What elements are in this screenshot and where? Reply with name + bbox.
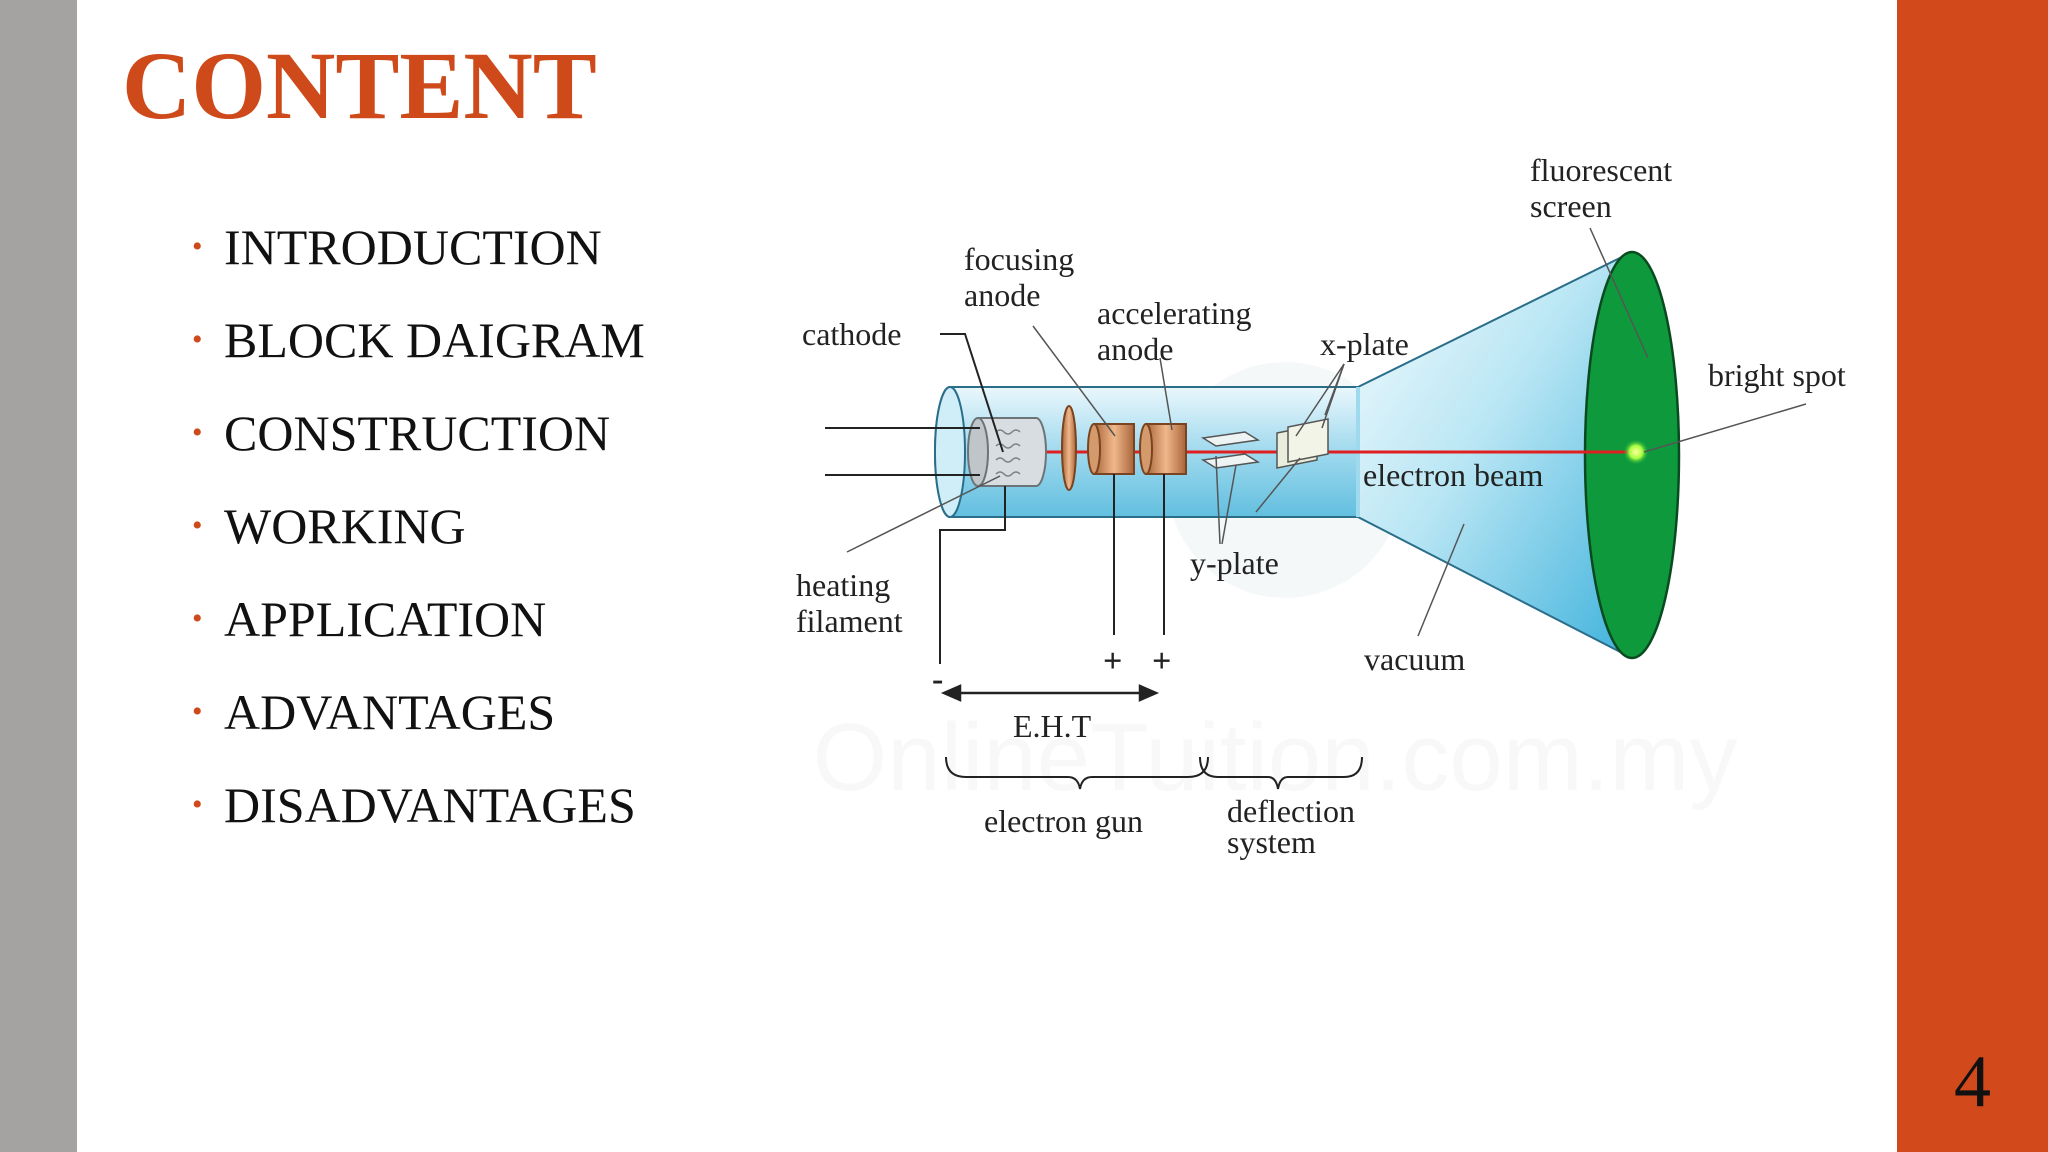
- label-vacuum: vacuum: [1364, 641, 1465, 677]
- label-focusing: focusing: [964, 241, 1074, 277]
- bullet-icon: •: [192, 509, 203, 542]
- label-deflection-system: system: [1227, 824, 1316, 860]
- label-electron-gun: electron gun: [984, 803, 1143, 839]
- label-heating: heating: [796, 567, 890, 603]
- bullet-icon: •: [192, 230, 203, 263]
- label-accelerating-anode: anode: [1097, 331, 1173, 367]
- label-minus: -: [932, 661, 943, 698]
- label-eht: E.H.T: [1013, 708, 1092, 744]
- label-bright-spot: bright spot: [1708, 357, 1846, 393]
- list-item: • BLOCK DAIGRAM: [190, 305, 645, 398]
- leader-lines: [846, 227, 1807, 637]
- wiring: [825, 333, 1165, 664]
- bright-spot: [1623, 439, 1649, 465]
- bullet-icon: •: [192, 695, 203, 728]
- contents-list: • INTRODUCTION • BLOCK DAIGRAM • CONSTRUCTI…: [190, 212, 645, 863]
- left-side-bar: [0, 0, 77, 1152]
- list-item: • APPLICATION: [190, 584, 645, 677]
- label-y-plate: y-plate: [1190, 545, 1279, 581]
- list-item: • ADVANTAGES: [190, 677, 645, 770]
- item-label: CONSTRUCTION: [224, 405, 611, 461]
- label-electron-beam: electron beam: [1363, 457, 1543, 493]
- item-label: ADVANTAGES: [224, 684, 556, 740]
- list-item: • CONSTRUCTION: [190, 398, 645, 491]
- list-item: • INTRODUCTION: [190, 212, 645, 305]
- label-deflection: deflection: [1227, 793, 1355, 829]
- slide-title: CONTENT: [122, 32, 597, 139]
- label-focusing-anode: anode: [964, 277, 1040, 313]
- slide-number: 4: [1954, 1041, 1991, 1123]
- list-item: • DISADVANTAGES: [190, 770, 645, 863]
- label-plus-accelerating: +: [1152, 643, 1171, 680]
- x-plates: [1276, 418, 1329, 469]
- watermark-text: OnlineTuition.com.my: [813, 704, 1738, 811]
- bullet-icon: •: [192, 323, 203, 356]
- eht-arrow: [940, 684, 1160, 702]
- cathode: [967, 417, 1047, 487]
- bullet-icon: •: [192, 416, 203, 449]
- accelerating-anode: [1139, 423, 1187, 475]
- item-label: INTRODUCTION: [224, 219, 602, 275]
- list-item: • WORKING: [190, 491, 645, 584]
- label-plus-focusing: +: [1103, 643, 1122, 680]
- label-cathode: cathode: [802, 316, 902, 352]
- focusing-anode: [1087, 423, 1135, 475]
- bullet-icon: •: [192, 788, 203, 821]
- item-label: BLOCK DAIGRAM: [224, 312, 645, 368]
- tube-end: [934, 386, 966, 518]
- label-filament: filament: [796, 603, 903, 639]
- deflection-brace: [1199, 756, 1363, 790]
- item-label: APPLICATION: [224, 591, 547, 647]
- right-accent-bar: [1897, 0, 2048, 1152]
- bullet-icon: •: [192, 602, 203, 635]
- item-label: WORKING: [224, 498, 466, 554]
- crt-diagram: OnlineTuition.com.my: [796, 152, 1846, 860]
- item-label: DISADVANTAGES: [224, 777, 636, 833]
- control-grid: [1061, 405, 1077, 491]
- label-x-plate: x-plate: [1320, 326, 1409, 362]
- label-fluorescent: fluorescent: [1530, 152, 1672, 188]
- electron-gun-brace: [945, 756, 1209, 790]
- label-accelerating: accelerating: [1097, 295, 1252, 331]
- label-screen: screen: [1530, 188, 1612, 224]
